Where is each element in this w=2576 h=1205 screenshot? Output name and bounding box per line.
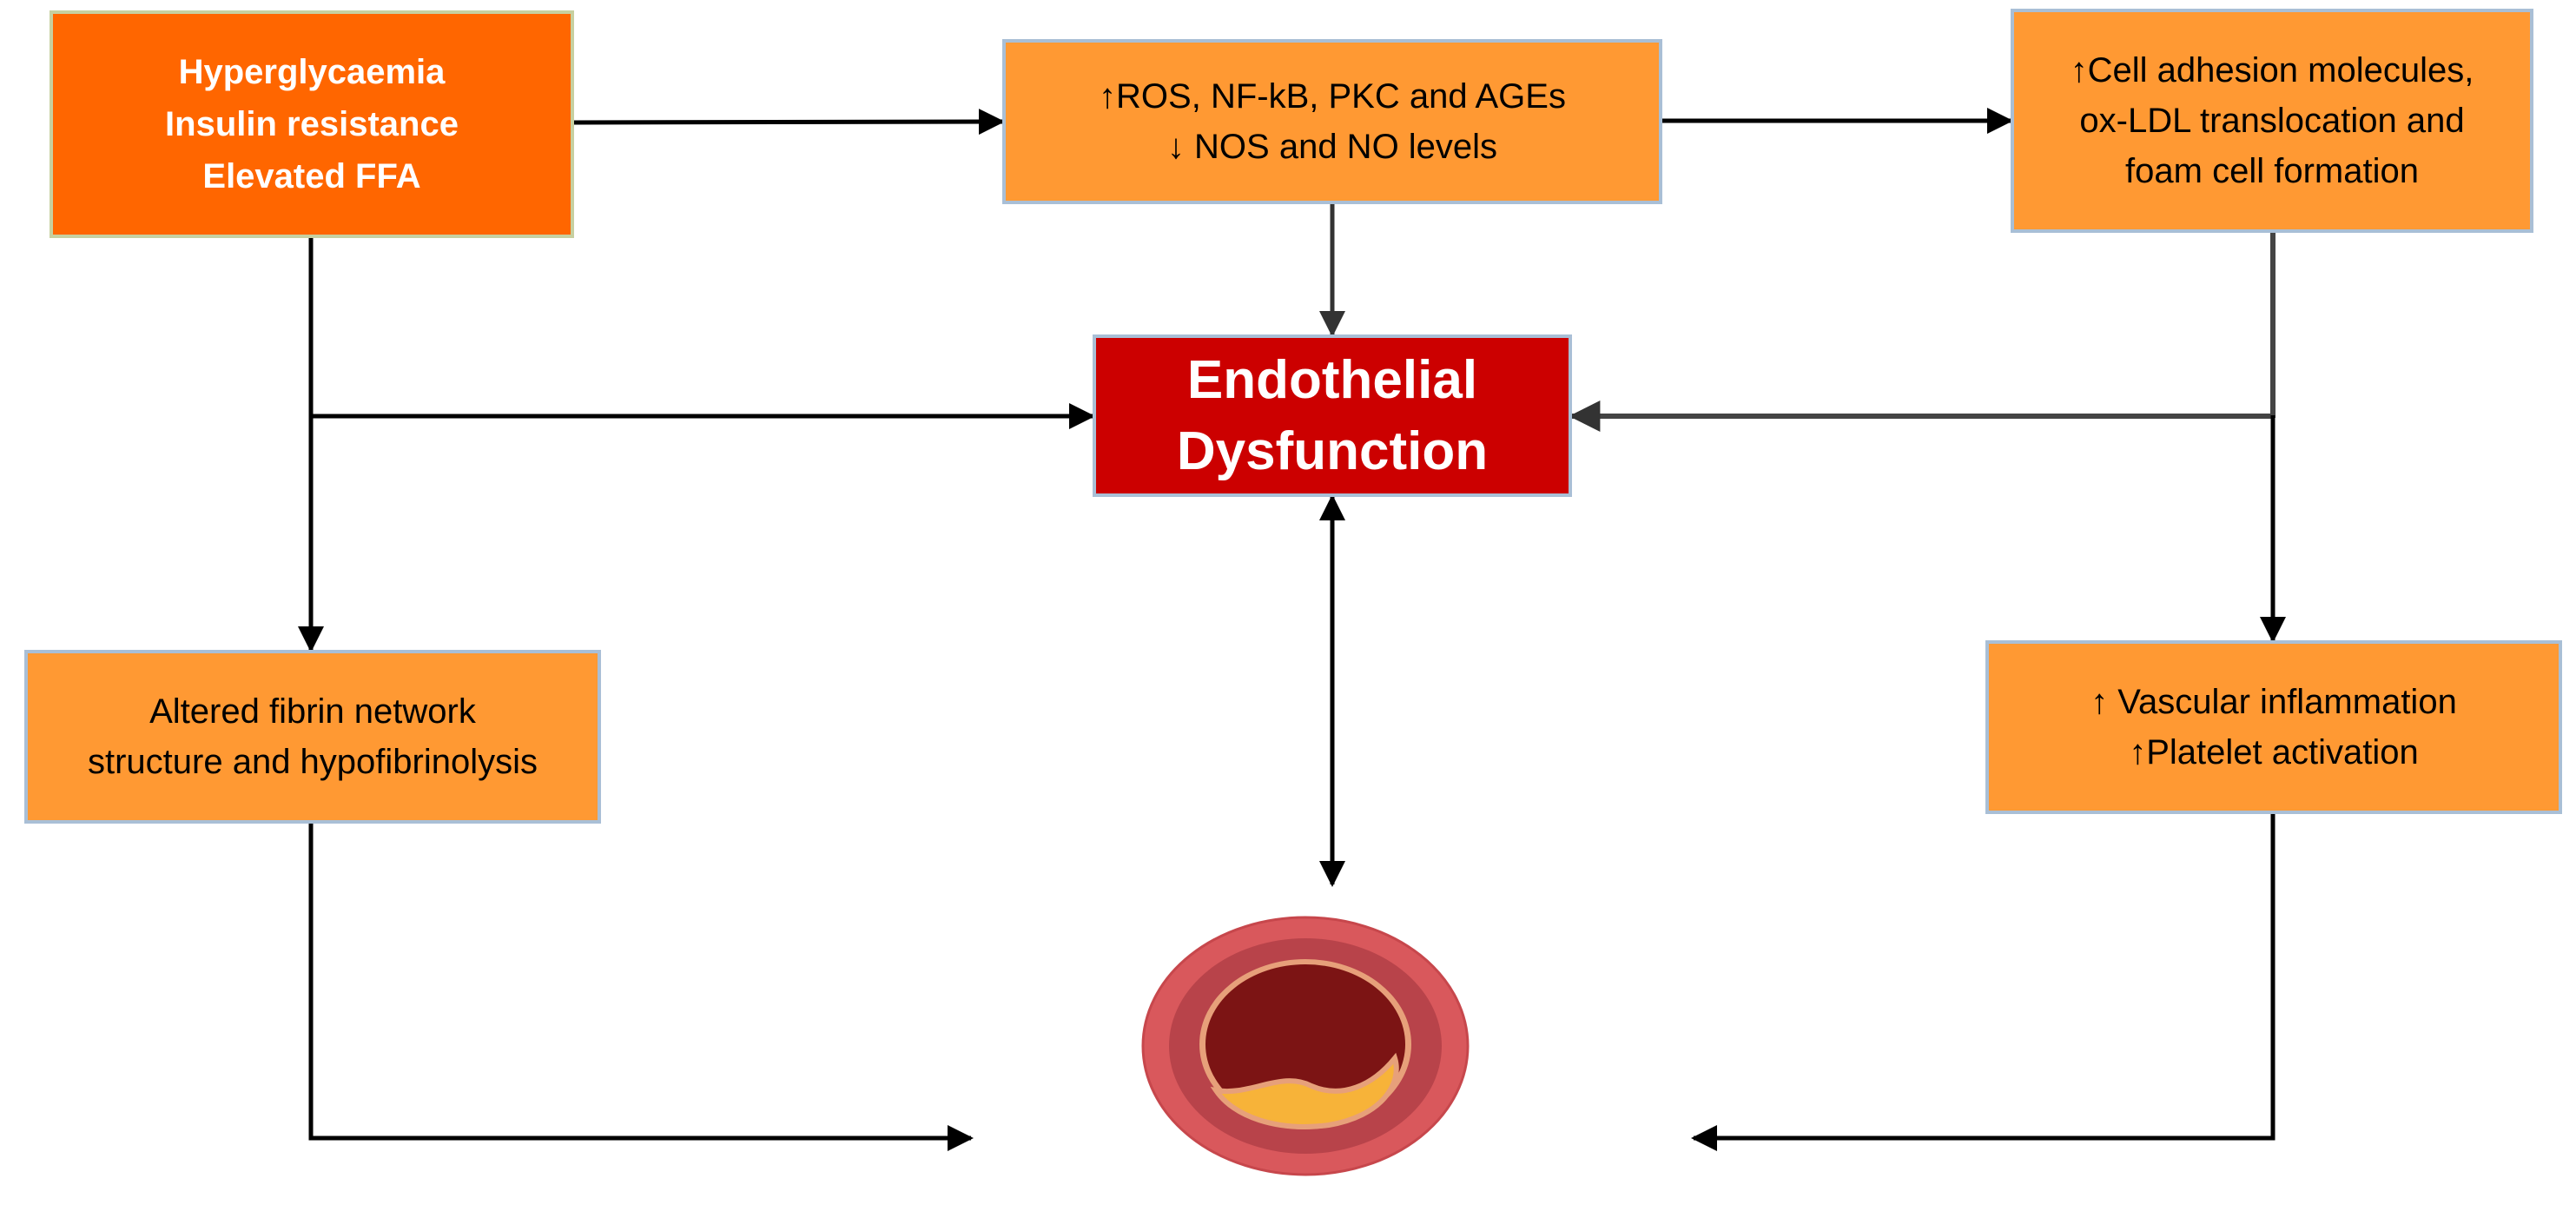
arrow-fibrin-to-vessel bbox=[308, 824, 974, 1151]
cell-adhesion-box: ↑Cell adhesion molecules, ox-LDL translo… bbox=[2011, 9, 2533, 233]
causes-line-2: Insulin resistance bbox=[165, 105, 459, 143]
endothelial-dysfunction-box: Endothelial Dysfunction bbox=[1093, 334, 1572, 497]
vascular-line-1: ↑ Vascular inflammation bbox=[2091, 683, 2457, 721]
fibrin-box: Altered fibrin network structure and hyp… bbox=[24, 650, 601, 824]
fibrin-line-1: Altered fibrin network bbox=[149, 692, 476, 731]
mechanisms-line-2: ↓ NOS and NO levels bbox=[1166, 128, 1498, 166]
fibrin-line-2: structure and hypofibrinolysis bbox=[87, 743, 538, 781]
endothelial-line-2: Dysfunction bbox=[1176, 420, 1489, 481]
causes-box: Hyperglycaemia Insulin resistance Elevat… bbox=[50, 10, 574, 238]
causes-line-3: Elevated FFA bbox=[202, 157, 421, 195]
causes-line-1: Hyperglycaemia bbox=[178, 53, 446, 91]
mechanisms-line-1: ↑ROS, NF-kB, PKC and AGEs bbox=[1099, 77, 1566, 116]
blood-vessel-plaque-icon bbox=[1141, 916, 1470, 1176]
vascular-line-2: ↑Platelet activation bbox=[2129, 733, 2419, 771]
mechanisms-box: ↑ROS, NF-kB, PKC and AGEs ↓ NOS and NO l… bbox=[1002, 39, 1662, 204]
vascular-box: ↑ Vascular inflammation ↑Platelet activa… bbox=[1985, 640, 2562, 814]
cell-adhesion-line-2: ox-LDL translocation and bbox=[2079, 102, 2465, 140]
arrow-vascular-to-vessel bbox=[1691, 814, 2275, 1151]
cell-adhesion-line-3: foam cell formation bbox=[2125, 152, 2419, 190]
endothelial-line-1: Endothelial bbox=[1186, 349, 1478, 410]
cell-adhesion-line-1: ↑Cell adhesion molecules, bbox=[2070, 51, 2474, 89]
